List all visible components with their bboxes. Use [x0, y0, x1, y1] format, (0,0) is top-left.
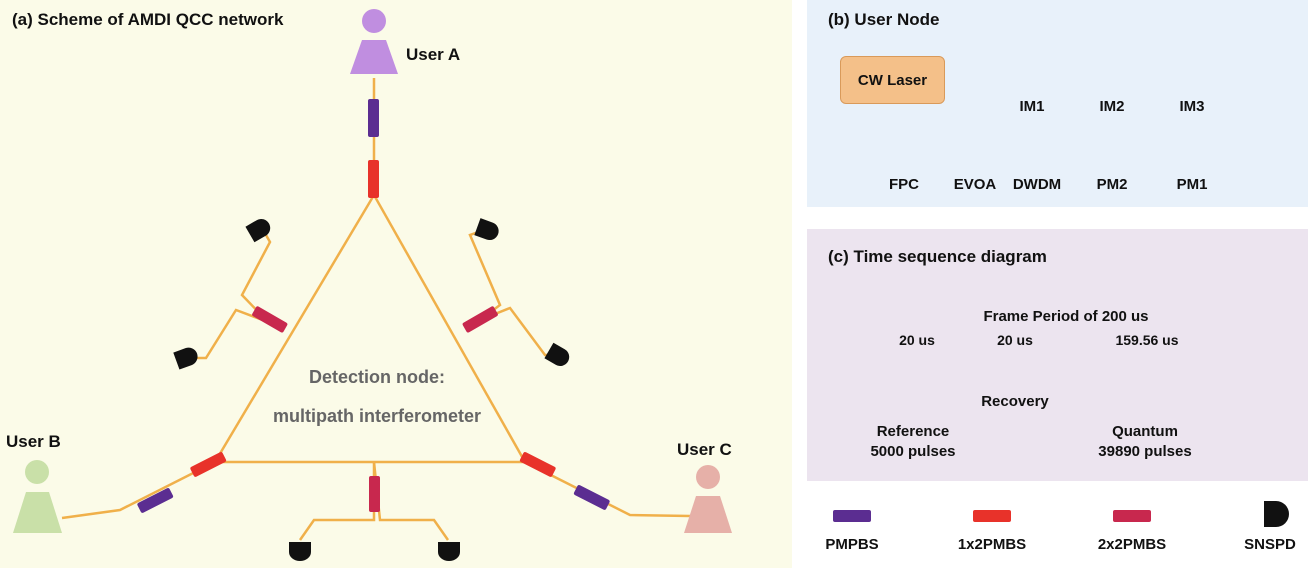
segment-1-label: 20 us	[899, 332, 935, 348]
segment-3-label: 159.56 us	[1115, 332, 1179, 348]
panel-c-title: (c) Time sequence diagram	[828, 247, 1047, 266]
snspd-detectors	[173, 218, 570, 561]
user-a-label: User A	[406, 45, 461, 64]
pmbs-2x2-component	[369, 476, 380, 512]
quantum-label: Quantum	[1112, 423, 1178, 440]
legend-2x2pmbs-icon	[1113, 510, 1151, 522]
frame-period-label: Frame Period of 200 us	[983, 308, 1149, 325]
pmpbs-component	[368, 99, 379, 137]
legend-pmpbs-label: PMPBS	[825, 536, 879, 553]
snspd-icon	[289, 542, 311, 561]
im2-label: IM2	[1099, 98, 1125, 115]
legend-1x2pmbs-icon	[973, 510, 1011, 522]
panel-network-scheme	[0, 0, 792, 568]
panel-b-title: (b) User Node	[828, 10, 940, 29]
cw-laser: CW Laser	[840, 56, 945, 104]
evoa-label: EVOA	[953, 176, 997, 193]
detection-node-label: Detection node:	[308, 367, 446, 387]
pmbs-1x2-component	[519, 452, 556, 477]
panel-a-title: (a) Scheme of AMDI QCC network	[12, 10, 284, 29]
pmbs-2x2-component	[462, 306, 498, 333]
legend-2x2pmbs-label: 2x2PMBS	[1097, 536, 1167, 553]
user-c-icon	[684, 465, 732, 533]
fpc-label: FPC	[889, 176, 919, 193]
im1-label: IM1	[1019, 98, 1045, 115]
detection-node-sublabel: multipath interferometer	[272, 406, 482, 426]
legend-1x2pmbs-label: 1x2PMBS	[957, 536, 1027, 553]
panel-time-sequence	[807, 229, 1308, 481]
pmbs-2x2-component	[252, 306, 288, 333]
pmpbs-component	[573, 485, 610, 510]
snspd-icon	[438, 542, 460, 561]
segment-2-label: 20 us	[997, 332, 1033, 348]
user-a-icon	[350, 9, 398, 74]
snspd-icon	[245, 219, 271, 243]
pm2-label: PM2	[1096, 176, 1128, 193]
snspd-icon	[173, 347, 198, 370]
legend-pmpbs-icon	[833, 510, 871, 522]
pmpbs-component	[137, 488, 174, 513]
fiber-network	[61, 78, 691, 541]
user-b-icon	[13, 460, 62, 533]
quantum-count: 39890 pulses	[1098, 443, 1192, 460]
dwdm-label: DWDM	[1012, 176, 1062, 193]
recovery-label: Recovery	[981, 393, 1049, 410]
pmbs-1x2-component	[190, 452, 227, 477]
user-b-label: User B	[6, 432, 61, 451]
snspd-icon	[474, 218, 499, 241]
reference-label: Reference	[876, 423, 950, 440]
snspd-icon	[544, 342, 570, 366]
legend-snspd-label: SNSPD	[1244, 536, 1296, 553]
cw-laser-label: CW Laser	[857, 71, 928, 89]
pm1-label: PM1	[1176, 176, 1208, 193]
user-c-label: User C	[677, 440, 732, 459]
im3-label: IM3	[1179, 98, 1205, 115]
pmbs-1x2-component	[368, 160, 379, 198]
reference-count: 5000 pulses	[870, 443, 956, 460]
legend-snspd-icon	[1264, 501, 1289, 527]
